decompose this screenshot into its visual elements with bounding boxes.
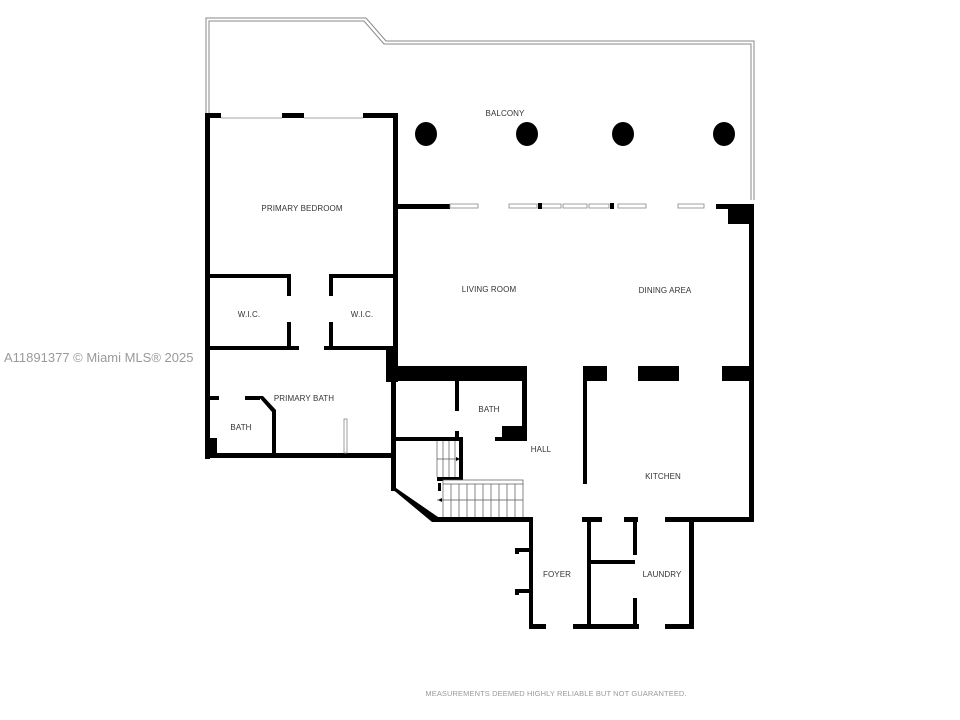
label-living-room: LIVING ROOM — [462, 285, 517, 294]
mls-watermark: A11891377 © Miami MLS® 2025 — [4, 350, 194, 365]
balcony-columns — [415, 122, 735, 146]
label-laundry: LAUNDRY — [643, 570, 682, 579]
balcony-railing — [205, 17, 755, 200]
label-wic-right: W.I.C. — [351, 310, 373, 319]
walls — [205, 113, 754, 629]
label-bath-hall: BATH — [478, 405, 499, 414]
label-wic-left: W.I.C. — [238, 310, 260, 319]
label-dining-area: DINING AREA — [639, 286, 692, 295]
stairs — [436, 441, 524, 517]
label-balcony: BALCONY — [486, 109, 525, 118]
label-hall: HALL — [531, 445, 552, 454]
label-kitchen: KITCHEN — [645, 472, 681, 481]
label-primary-bedroom: PRIMARY BEDROOM — [261, 204, 342, 213]
measurement-disclaimer: MEASUREMENTS DEEMED HIGHLY RELIABLE BUT … — [425, 689, 687, 698]
window-mullions — [538, 203, 614, 209]
label-primary-bath: PRIMARY BATH — [274, 394, 334, 403]
label-bath-primary: BATH — [230, 423, 251, 432]
label-foyer: FOYER — [543, 570, 571, 579]
stair-arrows — [438, 457, 460, 502]
windows — [221, 117, 705, 454]
